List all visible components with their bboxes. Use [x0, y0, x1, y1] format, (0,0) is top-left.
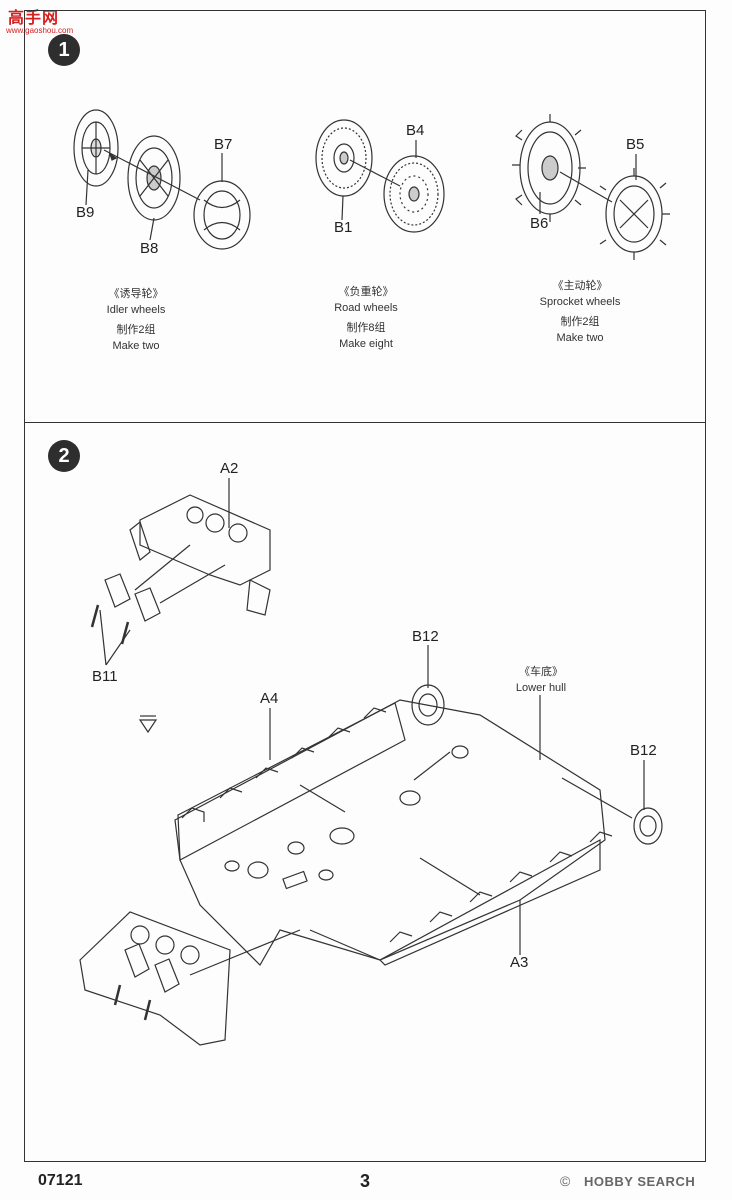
part-label: B8: [140, 240, 159, 257]
suspension-top-assembly: [90, 494, 271, 645]
idler-wheel-assembly: [73, 109, 251, 250]
part-label: B5: [626, 136, 645, 153]
part-label: B4: [406, 122, 425, 139]
part-label: B6: [530, 215, 549, 232]
part-label: B12: [630, 742, 657, 759]
part-label: B1: [334, 219, 353, 236]
watermark-brand: HOBBY SEARCH: [584, 1174, 696, 1189]
part-label: A4: [260, 690, 279, 707]
idler-caption: 《诱导轮》 Idler wheels 制作2组 Make two: [106, 288, 166, 352]
copyright-mark: ©: [560, 1173, 571, 1189]
sprocket-caption: 《主动轮》 Sprocket wheels 制作2组 Make two: [539, 280, 621, 344]
step-2-number: 2: [48, 440, 80, 472]
lower-hull-caption: 《车底》 Lower hull: [515, 666, 567, 694]
lower-hull-drawing: [79, 684, 663, 1046]
part-label: B7: [214, 136, 233, 153]
part-label: B12: [412, 628, 439, 645]
kit-number: 07121: [38, 1172, 83, 1189]
site-logo: 高手网 www.gaoshou.com: [6, 4, 76, 38]
logo-url: www.gaoshou.com: [6, 26, 74, 35]
logo-text: 高手网: [8, 10, 60, 27]
page-number: 3: [360, 1171, 371, 1191]
part-label: A2: [220, 460, 239, 477]
part-label: B9: [76, 204, 95, 221]
step-1-number: 1: [48, 34, 80, 66]
step-2-panel: [24, 422, 706, 1162]
road-wheel-assembly: [315, 119, 445, 233]
road-caption: 《负重轮》 Road wheels 制作8组 Make eight: [334, 286, 398, 350]
sprocket-assembly: [512, 114, 670, 260]
part-label: A3: [510, 954, 529, 971]
part-label: B11: [92, 668, 118, 685]
step-1-panel: [24, 10, 706, 423]
